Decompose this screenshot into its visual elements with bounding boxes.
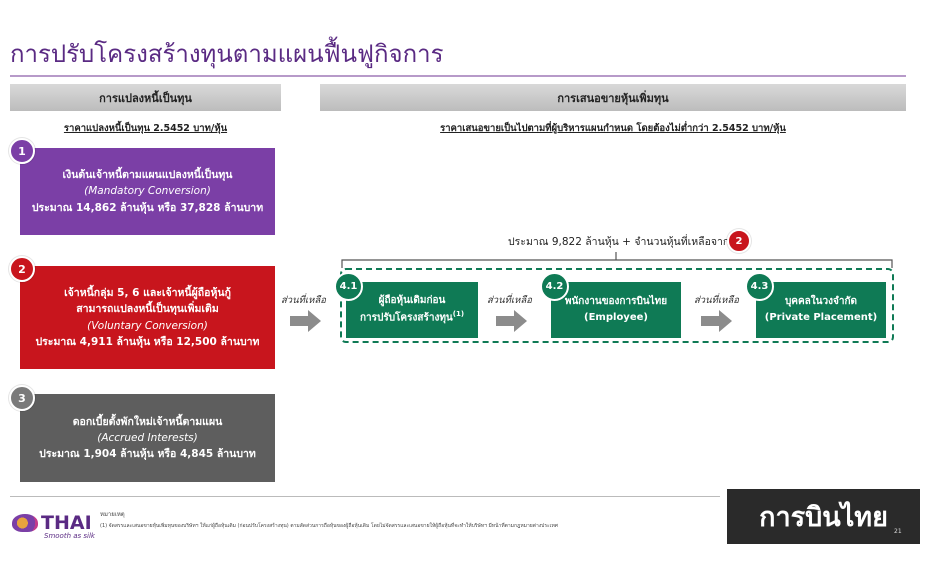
remaining-label-1: ส่วนที่เหลือ (281, 295, 326, 306)
bracket-line (341, 252, 893, 268)
card-title: เงินต้นเจ้าหนี้ตามแผนแปลงหนี้เป็นทุน (62, 169, 233, 182)
logo-wordmark: THAI (41, 512, 92, 534)
step-badge-4-3: 4.3 (745, 272, 774, 301)
page-number: 21 (894, 528, 902, 535)
card-english-label: (Mandatory Conversion) (84, 185, 211, 198)
footnote-marker: (1) (452, 310, 465, 319)
right-arrow-icon (701, 310, 732, 332)
bracket-label: ประมาณ 9,822 ล้านหุ้น + จำนวนหุ้นที่เหลื… (508, 236, 730, 248)
accrued-interests-card: ดอกเบี้ยตั้งพักใหม่เจ้าหนี้ตามแผน (Accru… (20, 394, 275, 482)
remaining-label-2: ส่วนที่เหลือ (487, 295, 532, 306)
title-divider (10, 75, 906, 77)
number-badge-3: 3 (9, 385, 35, 411)
footnote-text: (1) จัดสรรและเสนอขายหุ้นเพิ่มทุนของบริษั… (100, 523, 558, 529)
card-title: ดอกเบี้ยตั้งพักใหม่เจ้าหนี้ตามแผน (72, 415, 223, 428)
step-badge-4-1: 4.1 (334, 272, 363, 301)
right-arrow-icon (290, 310, 321, 332)
card-title-line2: สามารถแปลงหนี้เป็นทุนเพิ่มเติม (76, 303, 219, 316)
card-amount: ประมาณ 1,904 ล้านหุ้น หรือ 4,845 ล้านบาท (39, 448, 256, 461)
left-section-header: การแปลงหนี้เป็นทุน (10, 84, 281, 111)
right-section-header: การเสนอขายหุ้นเพิ่มทุน (320, 84, 906, 111)
step-subtitle: (Private Placement) (764, 312, 878, 323)
logo-tagline: Smooth as silk (44, 532, 95, 540)
right-subtitle: ราคาเสนอขายเป็นไปตามที่ผู้บริหารแผนกำหนด… (440, 123, 786, 134)
offering-group-border (340, 268, 894, 343)
left-subtitle: ราคาแปลงหนี้เป็นทุน 2.5452 บาท/หุ้น (63, 123, 228, 134)
orchid-icon (12, 514, 38, 532)
page-title: การปรับโครงสร้างทุนตามแผนฟื้นฟูกิจการ (10, 40, 444, 68)
thai-logo: THAI (12, 512, 92, 534)
watermark-logo: การบินไทย (727, 489, 920, 544)
step-subtitle: (Employee) (584, 312, 648, 323)
step-title: ผู้ถือหุ้นเดิมก่อน (378, 295, 446, 307)
footnote-label: หมายเหตุ (100, 511, 125, 518)
step-title: บุคคลในวงจำกัด (784, 296, 858, 307)
remaining-label-3: ส่วนที่เหลือ (694, 295, 739, 306)
number-badge-2: 2 (9, 256, 35, 282)
number-badge-1: 1 (9, 138, 35, 164)
right-arrow-icon (496, 310, 527, 332)
mandatory-conversion-card: เงินต้นเจ้าหนี้ตามแผนแปลงหนี้เป็นทุน (Ma… (20, 148, 275, 235)
step-employee: พนักงานของการบินไทย (Employee) (551, 282, 681, 338)
card-english-label: (Accrued Interests) (97, 431, 198, 444)
bracket-badge: 2 (727, 229, 751, 253)
card-amount: ประมาณ 14,862 ล้านหุ้น หรือ 37,828 ล้านบ… (31, 201, 264, 214)
step-badge-4-2: 4.2 (540, 272, 569, 301)
footer-divider (10, 496, 720, 497)
step-private-placement: บุคคลในวงจำกัด (Private Placement) (756, 282, 886, 338)
step-title: พนักงานของการบินไทย (564, 296, 668, 307)
card-amount: ประมาณ 4,911 ล้านหุ้น หรือ 12,500 ล้านบา… (35, 335, 260, 348)
card-english-label: (Voluntary Conversion) (87, 319, 208, 332)
step-subtitle: การปรับโครงสร้างทุน (359, 312, 453, 324)
step-existing-shareholders: ผู้ถือหุ้นเดิมก่อน การปรับโครงสร้างทุน(1… (346, 282, 478, 338)
card-title: เจ้าหนี้กลุ่ม 5, 6 และเจ้าหนี้ผู้ถือหุ้น… (64, 286, 231, 299)
voluntary-conversion-card: เจ้าหนี้กลุ่ม 5, 6 และเจ้าหนี้ผู้ถือหุ้น… (20, 266, 275, 369)
